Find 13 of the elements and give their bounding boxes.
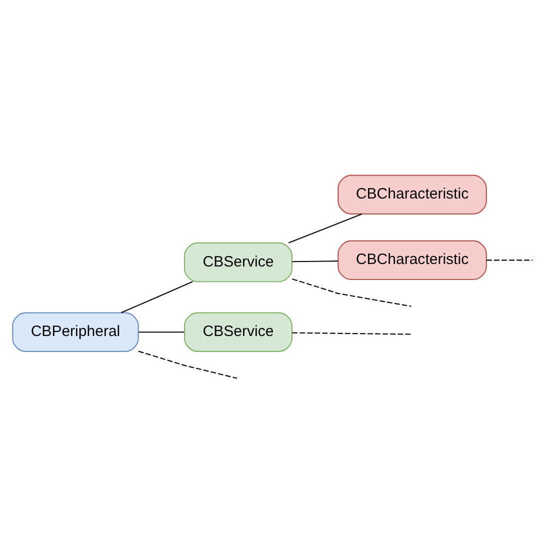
connector — [292, 332, 412, 334]
connector — [292, 260, 338, 262]
node-box: CBService — [184, 312, 292, 352]
connector — [292, 278, 412, 306]
node-box: CBService — [184, 242, 292, 282]
node-box: CBCharacteristic — [338, 174, 487, 214]
node-box: CBPeripheral — [12, 312, 139, 352]
connector — [121, 280, 193, 313]
connector — [138, 350, 238, 378]
connector — [138, 331, 184, 332]
node-box: CBCharacteristic — [338, 240, 487, 280]
connector — [486, 259, 532, 260]
connector — [288, 213, 362, 243]
